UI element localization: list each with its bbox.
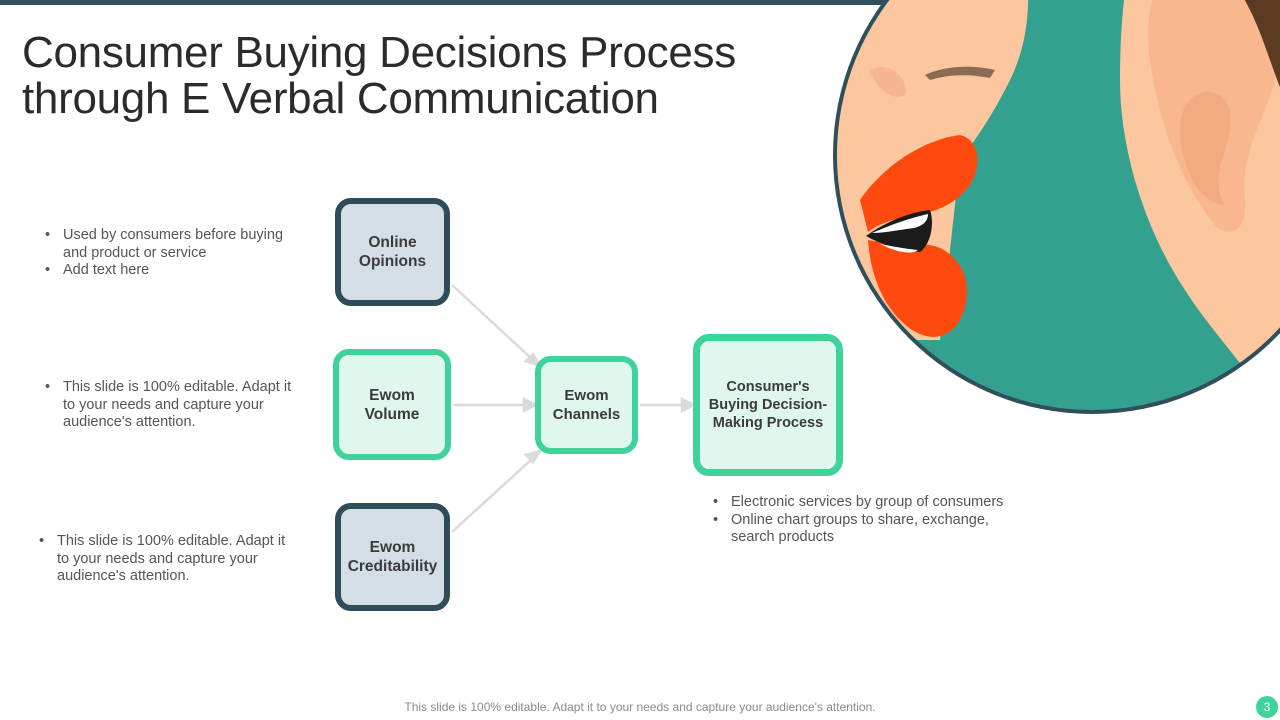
list-item: Online chart groups to share, exchange, … bbox=[713, 512, 1023, 547]
right-notes: Electronic services by group of consumer… bbox=[713, 494, 1023, 547]
title-line-1: Consumer Buying Decisions Process bbox=[22, 28, 736, 77]
list-item: This slide is 100% editable. Adapt it to… bbox=[45, 379, 300, 432]
node-ewom-volume: Ewom Volume bbox=[333, 349, 451, 460]
left-notes-group-1: Used by consumers before buying and prod… bbox=[45, 227, 295, 280]
list-item: Electronic services by group of consumer… bbox=[713, 494, 1023, 512]
footer-note: This slide is 100% editable. Adapt it to… bbox=[404, 700, 876, 714]
node-decision-process: Consumer's Buying Decision-Making Proces… bbox=[693, 334, 843, 476]
title-line-2: through E Verbal Communication bbox=[22, 74, 659, 123]
node-online-opinions: Online Opinions bbox=[335, 198, 450, 306]
left-notes-group-2: This slide is 100% editable. Adapt it to… bbox=[45, 379, 300, 432]
arrow-cred-to-channels bbox=[451, 458, 533, 533]
node-label: Ewom Channels bbox=[552, 387, 621, 423]
node-label: Ewom Volume bbox=[364, 386, 420, 423]
list-item: Used by consumers before buying and prod… bbox=[45, 227, 295, 262]
node-label: Online Opinions bbox=[358, 234, 427, 270]
node-ewom-channels: Ewom Channels bbox=[535, 356, 638, 454]
arrow-online-to-channels bbox=[451, 284, 533, 360]
arrow-right-icon bbox=[523, 448, 543, 464]
node-label: Consumer's Buying Decision-Making Proces… bbox=[708, 379, 828, 431]
top-accent-bar bbox=[0, 0, 1280, 5]
page-number-badge: 3 bbox=[1256, 696, 1278, 718]
slide-title: Consumer Buying Decisions Process throug… bbox=[22, 30, 822, 122]
list-item: Add text here bbox=[45, 262, 295, 280]
left-notes-group-3: This slide is 100% editable. Adapt it to… bbox=[39, 533, 294, 586]
list-item: This slide is 100% editable. Adapt it to… bbox=[39, 533, 294, 586]
node-ewom-creditability: Ewom Creditability bbox=[335, 503, 450, 611]
node-label: Ewom Creditability bbox=[347, 539, 438, 575]
